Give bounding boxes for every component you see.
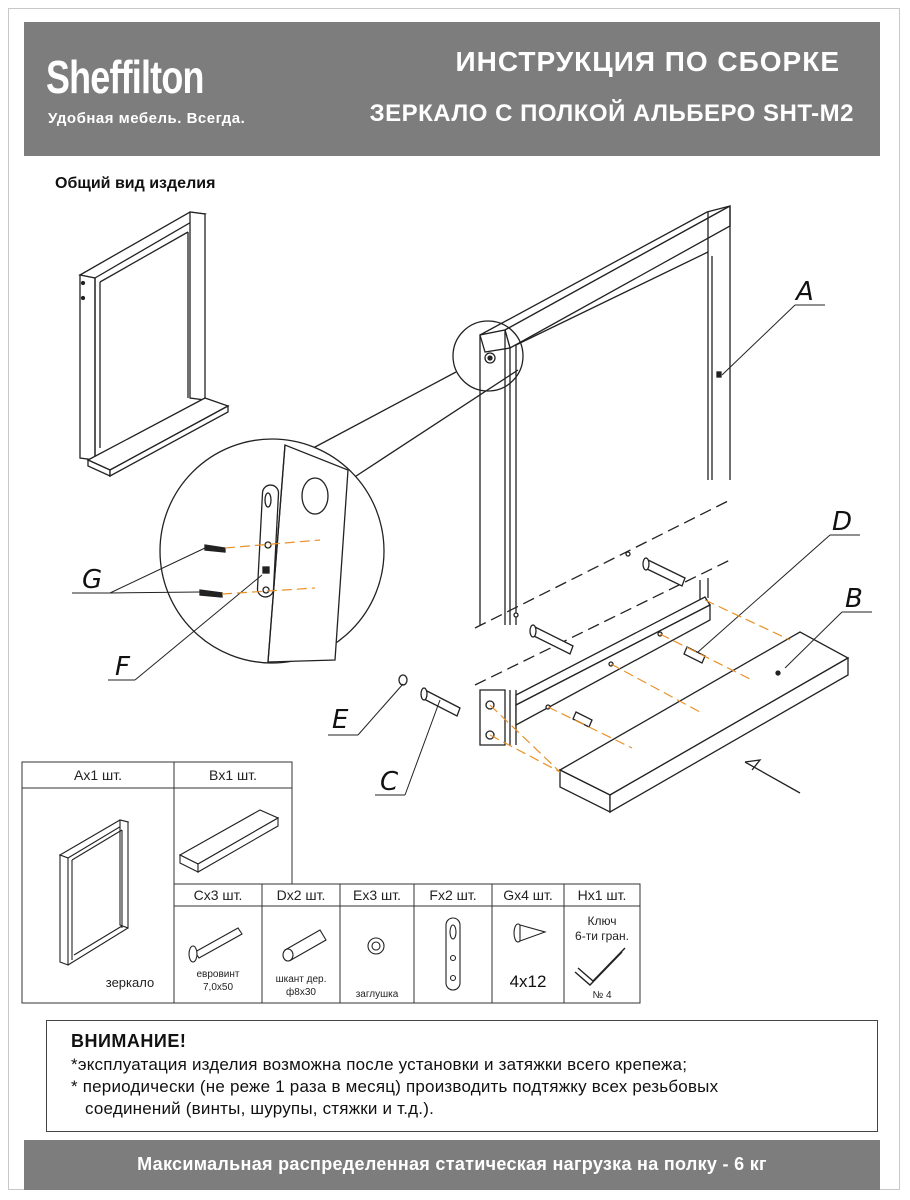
part-A-icon [58,819,130,966]
product-title: ЗЕРКАЛО С ПОЛКОЙ АЛЬБЕРО SHT-M2 [369,100,854,127]
label-A: A [794,277,814,307]
notice-line-2: * периодически (не реже 1 раза в месяц) … [71,1077,719,1096]
notice-title: ВНИМАНИЕ! [71,1031,187,1051]
brand-slogan: Удобная мебель. Всегда. [48,110,246,127]
part-H-caption-3: № 4 [592,990,612,1001]
notice-line-1: *эксплуатация изделия возможна после уст… [71,1055,688,1074]
part-B-header: Bx1 шт. [209,767,257,783]
euroscrew-icon [188,927,243,963]
part-C-caption-1: евровинт [197,969,240,980]
max-load-text: Максимальная распределенная статическая … [137,1154,767,1174]
screw-icon [513,923,547,943]
label-B: B [845,584,863,614]
page-title: ИНСТРУКЦИЯ ПО СБОРКЕ [455,46,840,77]
hex-key-icon [574,947,626,986]
label-F: F [115,652,131,682]
part-G-header: Gx4 шт. [503,887,553,903]
detail-magnifier [159,320,524,664]
overview-mirror-illustration [78,211,230,478]
dowel-icon [282,929,327,962]
part-B-icon [178,809,280,873]
part-H-caption-1: Ключ [588,914,617,928]
brand-logo: Sheffilton [46,51,204,103]
header-banner: Sheffilton Удобная мебель. Всегда. ИНСТР… [24,22,880,156]
part-F-header: Fx2 шт. [429,887,476,903]
part-G-size: 4x12 [510,972,547,991]
part-D-caption-2: ф8x30 [286,986,316,998]
footer-banner: Максимальная распределенная статическая … [24,1140,880,1190]
label-C: C [380,767,399,797]
label-E: E [332,705,349,735]
general-view-label: Общий вид изделия [55,175,216,192]
shelf-B-illustration [558,631,850,814]
part-H-caption-2: 6-ти гран. [575,929,629,943]
notice-line-3: соединений (винты, шурупы, стяжки и т.д.… [85,1099,434,1118]
part-H-header: Hx1 шт. [578,887,627,903]
part-E-header: Ex3 шт. [353,887,401,903]
label-G: G [82,565,102,595]
part-C-caption-2: 7,0x50 [203,982,233,993]
part-E-caption: заглушка [356,989,399,1000]
assembly-guides [221,539,791,773]
label-D: D [832,507,852,537]
part-A-header: Ax1 шт. [74,767,122,783]
part-D-caption-1: шкант дер. [276,974,327,985]
part-C-header: Cx3 шт. [194,887,243,903]
notice-box: ВНИМАНИЕ! *эксплуатация изделия возможна… [46,1020,878,1132]
part-D-header: Dx2 шт. [277,887,326,903]
part-A-caption: зеркало [106,975,154,990]
bracket-icon [445,917,461,991]
cap-plug-icon [367,937,385,955]
